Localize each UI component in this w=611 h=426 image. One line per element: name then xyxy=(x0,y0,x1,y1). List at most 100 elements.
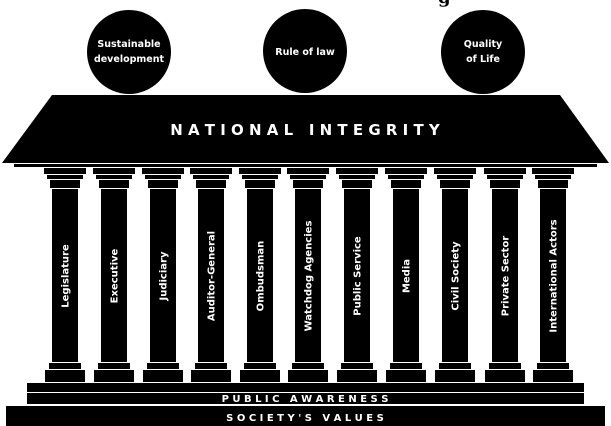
pillar-capital-mid xyxy=(193,175,229,179)
pillar-base-lower xyxy=(94,370,134,382)
pillar-capital-mid xyxy=(96,175,132,179)
pillar-base-lower xyxy=(533,370,573,382)
ideals-group: Sustainable development Rule of law Qual… xyxy=(87,9,525,94)
pillar-base-lower xyxy=(435,370,475,382)
pillar-shaft xyxy=(198,189,224,362)
header-fragment: g xyxy=(320,0,470,12)
foundations: P U B L I C A W A R E N E S S S O C I E … xyxy=(6,383,605,426)
pillar-capital-top xyxy=(93,168,135,174)
pillar: Auditor-General xyxy=(190,168,232,382)
pillar-base-upper xyxy=(244,363,276,369)
pillar-shaft xyxy=(52,189,78,362)
pillar-capital-mid xyxy=(145,175,181,179)
pillar: Judiciary xyxy=(142,168,184,382)
ideal-circle-quality-of-life xyxy=(441,10,525,94)
pillar-base-upper xyxy=(292,363,324,369)
roof: N A T I O N A L I N T E G R I T Y xyxy=(2,95,609,167)
pillar-label: Executive xyxy=(110,248,121,303)
pillar-label: Media xyxy=(402,259,413,293)
pillar-shaft xyxy=(442,189,468,362)
pillar-base-upper xyxy=(489,363,521,369)
pillar-capital-top xyxy=(336,168,378,174)
pillar: Public Service xyxy=(336,168,378,382)
pillar-shaft xyxy=(492,189,518,362)
ideal-label-line: Sustainable xyxy=(97,39,160,50)
pillar-base-upper xyxy=(439,363,471,369)
pillar-capital-top xyxy=(142,168,184,174)
pillar: Executive xyxy=(93,168,135,382)
pillar-shaft xyxy=(540,189,566,362)
pillar: Private Sector xyxy=(484,168,526,382)
pillar: Legislature xyxy=(44,168,86,382)
pillar-capital-neck xyxy=(196,180,226,188)
pillar-capital-top xyxy=(239,168,281,174)
roof-label: N A T I O N A L I N T E G R I T Y xyxy=(170,121,441,139)
pillar-base-upper xyxy=(390,363,422,369)
pillar-base-lower xyxy=(143,370,183,382)
pillar-capital-neck xyxy=(391,180,421,188)
foundation-public-awareness xyxy=(27,393,584,404)
ideal-label-line: Rule of law xyxy=(275,47,335,58)
pillar-capital-neck xyxy=(342,180,372,188)
pillar-capital-neck xyxy=(50,180,80,188)
pillar-capital-top xyxy=(44,168,86,174)
pillar-base-lower xyxy=(485,370,525,382)
pillar-capital-neck xyxy=(148,180,178,188)
pillar-shaft xyxy=(344,189,370,362)
pillar-base-upper xyxy=(537,363,569,369)
ideal-circle-sustainable-development xyxy=(87,10,171,94)
pillar-capital-top xyxy=(434,168,476,174)
pillar-base-upper xyxy=(341,363,373,369)
pillar: International Actors xyxy=(532,168,574,382)
pillar-capital-mid xyxy=(487,175,523,179)
roof-ledge xyxy=(14,164,597,167)
pillar-base-upper xyxy=(147,363,179,369)
pillar: Watchdog Agencies xyxy=(287,168,329,382)
pillar: Civil Society xyxy=(434,168,476,382)
pillar-label: Watchdog Agencies xyxy=(304,221,315,332)
pillar-base-upper xyxy=(49,363,81,369)
pillar-capital-mid xyxy=(242,175,278,179)
pillar-capital-neck xyxy=(440,180,470,188)
foundation-top-step xyxy=(27,383,584,392)
ideal-label-line: of Life xyxy=(466,54,500,65)
pillar-base-upper xyxy=(98,363,130,369)
pillar-capital-mid xyxy=(290,175,326,179)
pillar-capital-mid xyxy=(388,175,424,179)
pillar-label: International Actors xyxy=(549,219,560,332)
ideal-label-line: Quality xyxy=(464,39,503,50)
pillars-group: Legislature Executive Judiciary Auditor-Gen… xyxy=(44,168,574,382)
pillar-shaft xyxy=(393,189,419,362)
pillar-label: Judiciary xyxy=(159,251,170,301)
pillar-capital-neck xyxy=(99,180,129,188)
pillar-capital-top xyxy=(287,168,329,174)
pillar-capital-top xyxy=(190,168,232,174)
pillar-shaft xyxy=(295,189,321,362)
pillar-capital-neck xyxy=(538,180,568,188)
pillar: Media xyxy=(385,168,427,382)
pillar-shaft xyxy=(150,189,176,362)
pillar-capital-mid xyxy=(535,175,571,179)
pillar-capital-neck xyxy=(490,180,520,188)
pillar-base-lower xyxy=(288,370,328,382)
pillar-capital-top xyxy=(385,168,427,174)
pillar-label: Ombudsman xyxy=(256,241,267,312)
pillar-base-lower xyxy=(240,370,280,382)
pillar-label: Legislature xyxy=(61,244,72,308)
pillar-label: Private Sector xyxy=(501,236,512,317)
pillar-capital-mid xyxy=(437,175,473,179)
ideal-circle-rule-of-law xyxy=(263,9,347,93)
roof-shape xyxy=(2,95,609,163)
pillar-shaft xyxy=(101,189,127,362)
public-awareness-label: P U B L I C A W A R E N E S S xyxy=(222,394,389,405)
pillar-label: Civil Society xyxy=(451,241,462,311)
pillar-base-lower xyxy=(386,370,426,382)
pillar-base-upper xyxy=(195,363,227,369)
ideal-label-line: development xyxy=(94,54,165,65)
pillar-capital-top xyxy=(532,168,574,174)
pillar-capital-top xyxy=(484,168,526,174)
pillar: Ombudsman xyxy=(239,168,281,382)
pillar-base-lower xyxy=(337,370,377,382)
pillar-label: Public Service xyxy=(353,236,364,316)
